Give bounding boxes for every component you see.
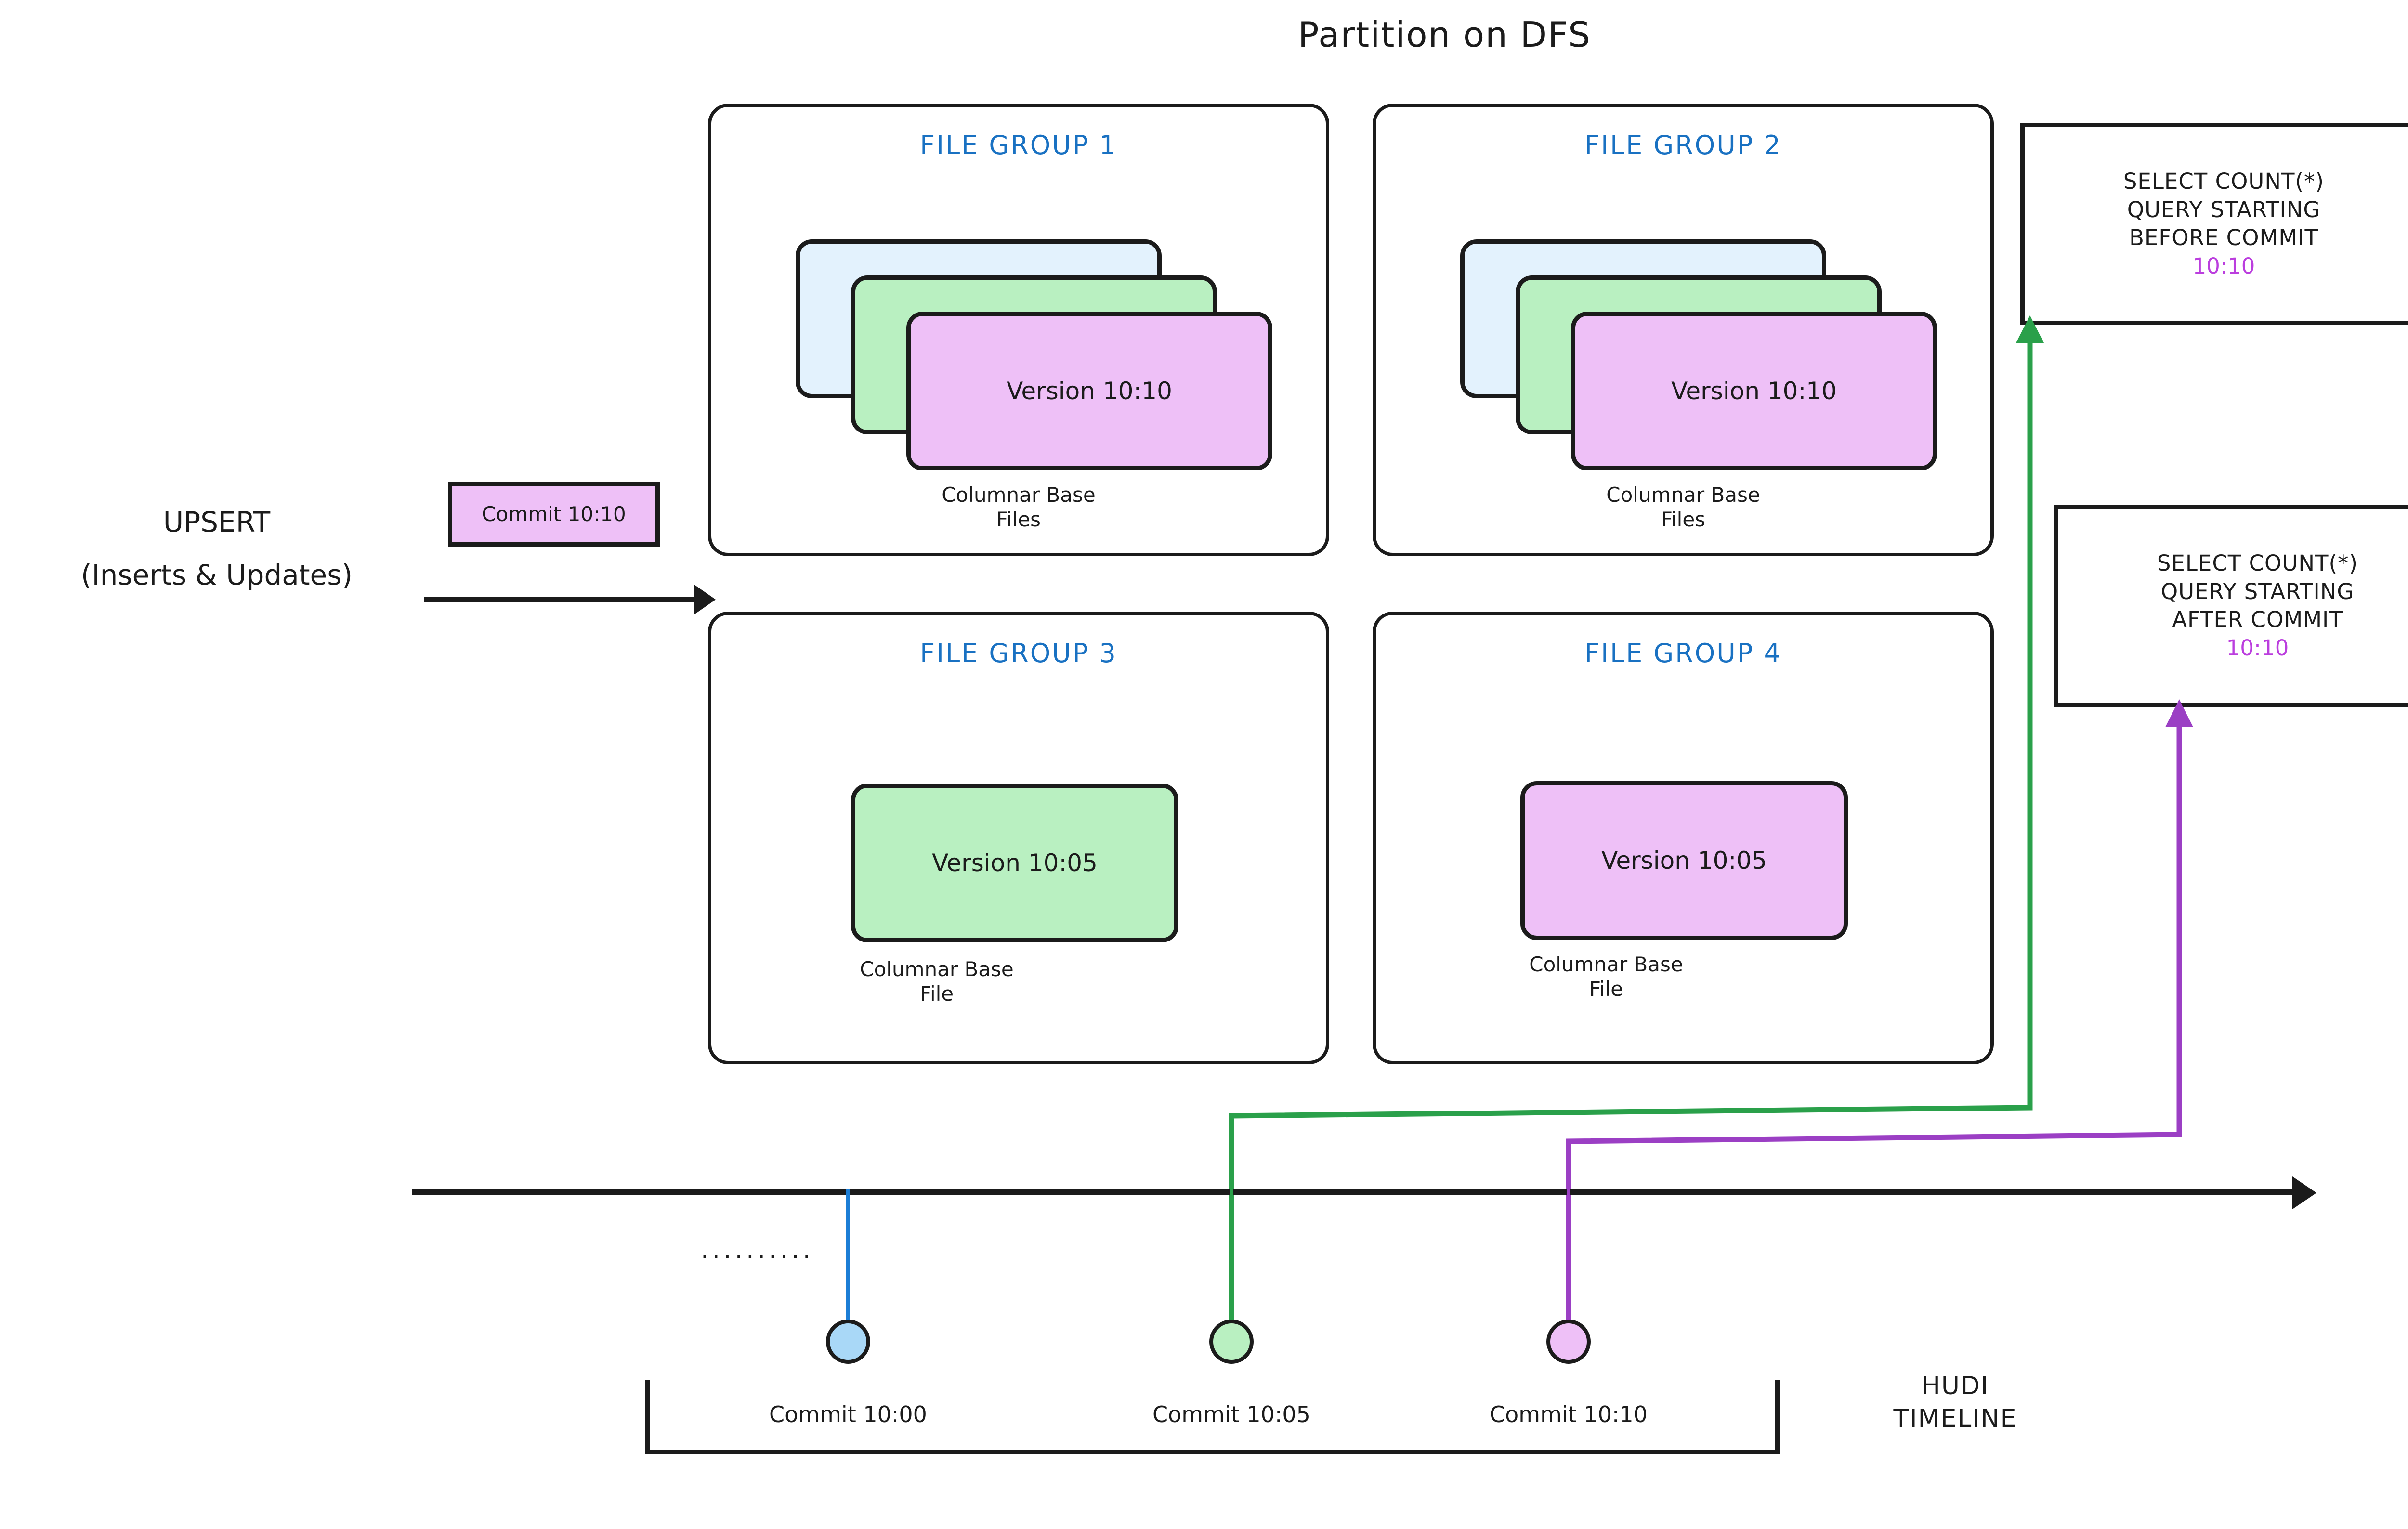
file-group-2-title: FILE GROUP 2 <box>1584 130 1782 160</box>
file-group-1-title: FILE GROUP 1 <box>920 130 1117 160</box>
timeline-axis <box>412 1189 2300 1195</box>
query-line-1: SELECT COUNT(*) <box>2123 169 2325 194</box>
query-box-before-commit: SELECT COUNT(*) QUERY STARTING BEFORE CO… <box>2020 123 2408 325</box>
file-group-1: FILE GROUP 1 Version 10:10 Columnar Base… <box>708 104 1329 556</box>
file-group-3: FILE GROUP 3 Version 10:05 Columnar Base… <box>708 612 1329 1064</box>
query-line-2: QUERY STARTING <box>2127 196 2321 222</box>
upsert-sublabel: (Inserts & Updates) <box>80 559 353 591</box>
file-group-4: FILE GROUP 4 Version 10:05 Columnar Base… <box>1373 612 1994 1064</box>
page-title: Partition on DFS <box>1298 14 1591 55</box>
file-group-2-caption: Columnar Base Files <box>1606 483 1760 532</box>
timeline-dot-commit-1005 <box>1209 1320 1254 1364</box>
upsert-arrow-line <box>424 597 708 602</box>
timeline-stem-commit-1005 <box>1230 1189 1233 1334</box>
file-group-1-caption: Columnar Base Files <box>942 483 1096 532</box>
file-group-2: FILE GROUP 2 Version 10:10 Columnar Base… <box>1373 104 1994 556</box>
timeline-ellipsis: ·········· <box>701 1242 814 1271</box>
base-file-version-label: Version 10:10 <box>1007 377 1172 405</box>
query-line-3: AFTER COMMIT <box>2172 607 2343 632</box>
query-box-after-commit: SELECT COUNT(*) QUERY STARTING AFTER COM… <box>2054 505 2408 707</box>
base-file-card-purple: Version 10:10 <box>906 312 1272 470</box>
base-file-version-label: Version 10:05 <box>1601 847 1767 875</box>
base-file-version-label: Version 10:05 <box>932 849 1098 877</box>
upsert-label: UPSERT <box>163 506 271 538</box>
file-group-3-title: FILE GROUP 3 <box>920 638 1117 668</box>
timeline-label-commit-1010: Commit 10:10 <box>1490 1401 1648 1427</box>
base-file-card-purple: Version 10:10 <box>1571 312 1937 470</box>
timeline-label-commit-1000: Commit 10:00 <box>769 1401 927 1427</box>
timeline-bracket <box>645 1380 1780 1454</box>
file-group-3-caption: Columnar Base File <box>860 957 1014 1006</box>
timeline-stem-commit-1010 <box>1567 1189 1570 1334</box>
base-file-version-label: Version 10:10 <box>1671 377 1837 405</box>
file-group-4-caption: Columnar Base File <box>1529 953 1683 1001</box>
upsert-arrow-head-icon <box>694 584 716 615</box>
hudi-timeline-label: HUDI TIMELINE <box>1893 1372 2017 1433</box>
timeline-arrow-head-icon <box>2292 1176 2316 1209</box>
file-group-4-title: FILE GROUP 4 <box>1584 638 1782 668</box>
timeline-label-commit-1005: Commit 10:05 <box>1152 1401 1310 1427</box>
query-commit-time: 10:10 <box>2192 253 2255 279</box>
query-line-2: QUERY STARTING <box>2160 578 2355 604</box>
timeline-dot-commit-1010 <box>1546 1320 1591 1364</box>
commit-chip: Commit 10:10 <box>448 482 660 547</box>
query-commit-time: 10:10 <box>2226 635 2289 661</box>
base-file-card-green: Version 10:05 <box>851 784 1178 942</box>
base-file-card-purple: Version 10:05 <box>1520 781 1848 940</box>
timeline-dot-commit-1000 <box>826 1320 870 1364</box>
timeline-stem-commit-1000 <box>846 1189 850 1334</box>
query-line-1: SELECT COUNT(*) <box>2157 550 2358 576</box>
query-line-3: BEFORE COMMIT <box>2129 225 2318 250</box>
